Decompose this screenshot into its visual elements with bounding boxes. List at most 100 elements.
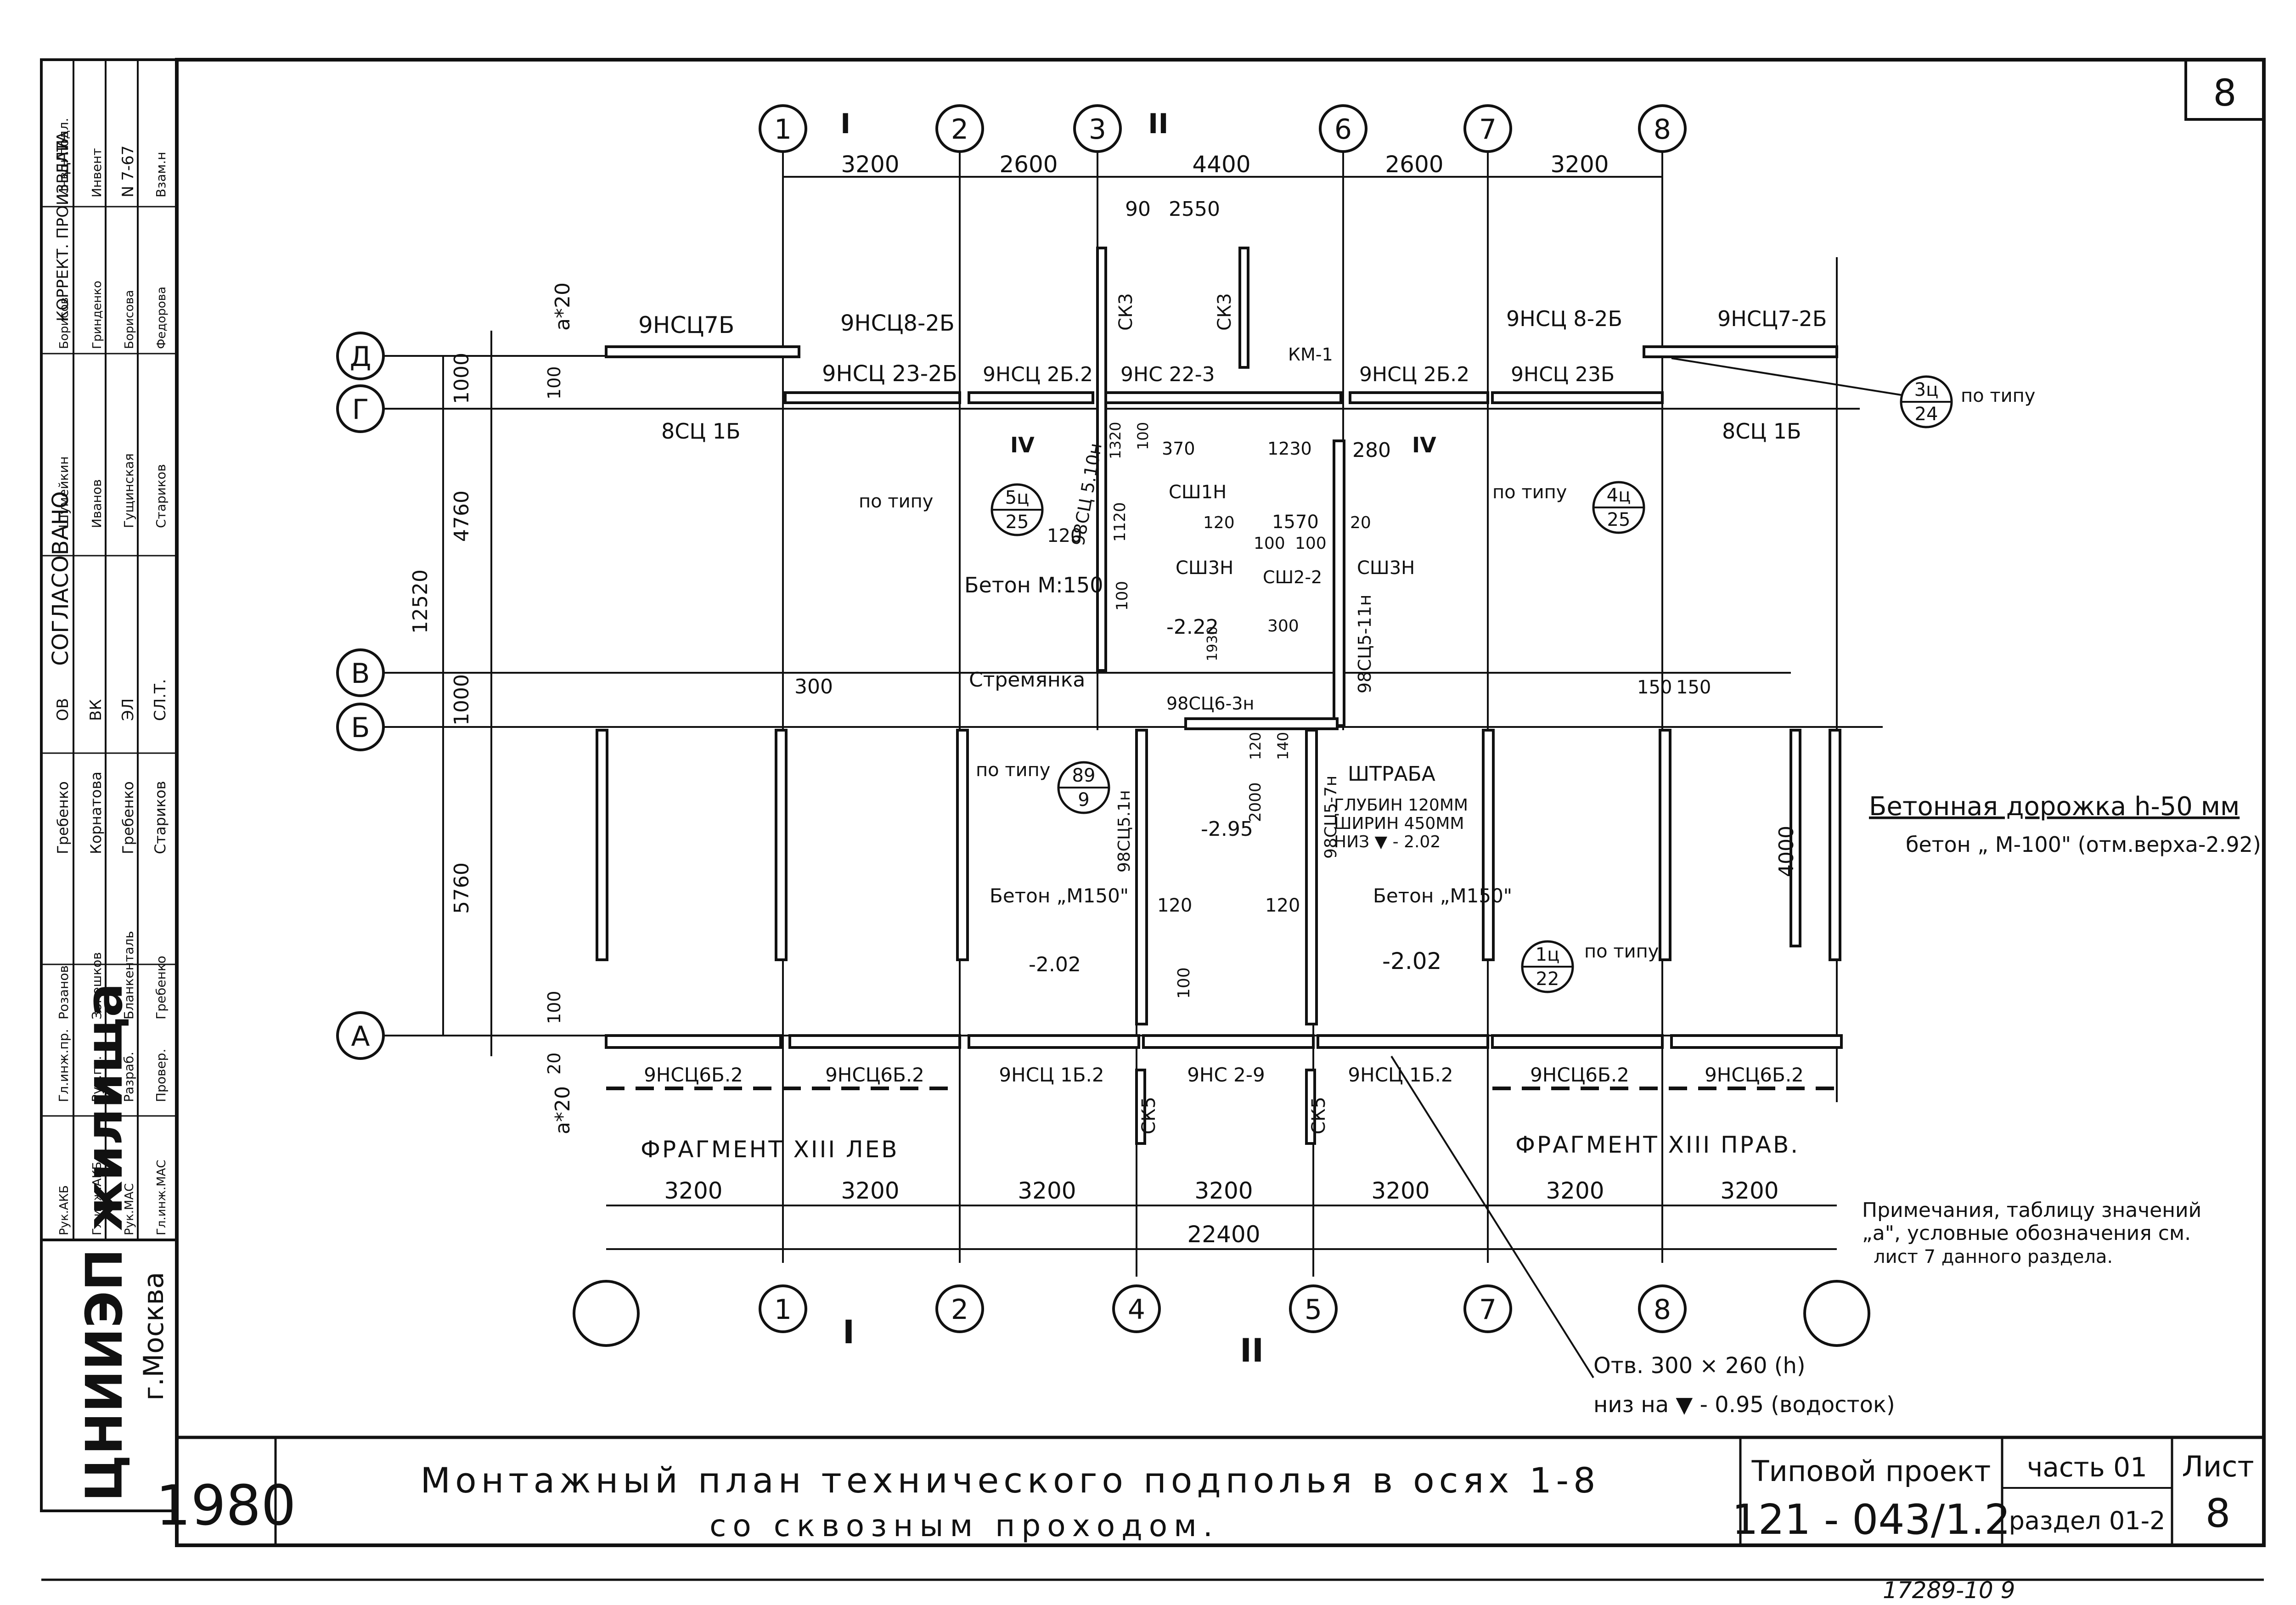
inner-dim-100d: 100 bbox=[1113, 581, 1131, 611]
axis-top-1: 1 bbox=[774, 113, 792, 146]
axis-top-8: 8 bbox=[1654, 113, 1671, 146]
label-9nsc26-2-r: 9НСЦ 2Б.2 bbox=[1359, 363, 1469, 386]
sheet-value: 8 bbox=[2206, 1491, 2231, 1537]
stamp-role-a2: Рук.гр. bbox=[89, 1056, 104, 1102]
section-mark-ii-top: II bbox=[1148, 108, 1169, 140]
stamp-col-vk: ВК bbox=[87, 699, 105, 721]
stamp-role-a1: Гл.инж.пр. bbox=[56, 1029, 71, 1102]
dim-left-small-1: 100 bbox=[544, 366, 564, 400]
callout-89-bottom: 9 bbox=[1078, 789, 1089, 811]
stamp-name-4: Стариков bbox=[152, 781, 169, 854]
label-ck5-a: СК5 bbox=[1138, 1097, 1159, 1134]
stamp-col-slt: СЛ.Т. bbox=[151, 679, 169, 721]
axis-row-b: Б bbox=[351, 712, 370, 744]
dim-bottom-1: 3200 bbox=[664, 1177, 722, 1204]
inner-dim-370: 370 bbox=[1162, 439, 1195, 459]
label-elev-295: -2.95 bbox=[1201, 817, 1253, 841]
axis-bottom-1: 1 bbox=[774, 1294, 792, 1326]
inner-dim-140: 140 bbox=[1274, 732, 1292, 760]
stamp-name-a2: Зонешков bbox=[89, 952, 104, 1019]
hole-note-1: Отв. 300 × 260 (h) bbox=[1593, 1353, 1806, 1379]
dim-bottom-7: 3200 bbox=[1720, 1177, 1778, 1204]
stamp-right-2: Иванов bbox=[89, 479, 104, 528]
label-9vsc6-3: 98СЦ6-3н bbox=[1166, 693, 1254, 714]
label-9nsc6b2-a: 9НСЦ6Б.2 bbox=[644, 1064, 743, 1086]
inner-dim-1930: 1930 bbox=[1204, 626, 1221, 661]
stamp-ref-3: Борисова bbox=[123, 290, 136, 349]
note-line-1: Примечания, таблицу значений bbox=[1862, 1199, 2201, 1222]
mark-a-top: a*20 bbox=[551, 282, 574, 331]
stamp-right-4: Стариков bbox=[153, 464, 169, 528]
mark-a-bottom: a*20 bbox=[551, 1086, 574, 1134]
org-city: г.Москва bbox=[138, 1272, 170, 1401]
label-shtraba-width: ШИРИН 450ММ bbox=[1334, 814, 1464, 833]
stamp-right-3: Гущинская bbox=[121, 453, 136, 528]
project-number: 121 - 043/1.2 bbox=[1732, 1496, 2011, 1544]
label-9vsc5-7: 98СЦ5-7н bbox=[1322, 776, 1340, 859]
stamp-ref-4: Федорова bbox=[155, 287, 169, 349]
callout-89-top: 89 bbox=[1072, 765, 1096, 786]
org-name: ЦНИИЭП жилища bbox=[75, 983, 134, 1502]
label-vsc1b-l: 8СЦ 1Б bbox=[661, 419, 741, 444]
label-po-tipu-1: по типу bbox=[859, 491, 933, 512]
inner-dim-150b: 150 bbox=[1676, 677, 1711, 698]
dim-left-small-2: 100 bbox=[544, 991, 564, 1024]
callout-1c-bottom: 22 bbox=[1536, 969, 1559, 990]
dimensions: 3200 2600 4400 2600 3200 90 2550 3200 32… bbox=[409, 151, 1779, 1248]
inner-dim-100b: 100 bbox=[1254, 534, 1285, 553]
project-part: часть 01 bbox=[2027, 1452, 2147, 1483]
label-9nsc1b2-b: 9НСЦ 1Б.2 bbox=[1348, 1064, 1453, 1086]
section-mark-i-top: I bbox=[840, 108, 850, 140]
stamp-right-1: Шумейкин bbox=[56, 456, 71, 528]
label-9nsc8-26-l: 9НСЦ8-2Б bbox=[840, 310, 955, 336]
axis-row-a: А bbox=[351, 1020, 370, 1053]
stamp-role-a3: Разраб. bbox=[121, 1052, 136, 1102]
callout-4c-bottom: 25 bbox=[1607, 509, 1631, 530]
sheet-label: Лист bbox=[2182, 1450, 2254, 1483]
stamp-name-a1: Розанов bbox=[56, 965, 71, 1019]
callout-4c-top: 4ц bbox=[1607, 485, 1631, 506]
lower-panel-labels: 9НСЦ6Б.2 9НСЦ6Б.2 9НСЦ 1Б.2 9НС 2-9 9НСЦ… bbox=[641, 1064, 1804, 1163]
project-section: раздел 01-2 bbox=[2009, 1506, 2166, 1535]
axis-row-d: Д bbox=[350, 341, 371, 373]
stamp-name-a4: Гребенко bbox=[153, 956, 169, 1019]
hole-note-2: низ на ▼ - 0.95 (водосток) bbox=[1593, 1392, 1895, 1418]
axis-bottom-8: 8 bbox=[1654, 1294, 1671, 1326]
label-beton150-c: Бетон „М150" bbox=[1373, 884, 1512, 907]
stamp-role-b4: Гл.инж.МАС bbox=[155, 1160, 169, 1235]
label-shtraba: ШТРАБА bbox=[1348, 762, 1435, 786]
inner-dim-2000: 2000 bbox=[1246, 782, 1265, 822]
stamp-name-1: Гребенко bbox=[54, 781, 72, 854]
stamp-role-a4: Провер. bbox=[153, 1049, 169, 1102]
dim-bottom-total: 22400 bbox=[1187, 1221, 1260, 1248]
section-mark-i-bottom: I bbox=[843, 1313, 855, 1351]
wall-panels bbox=[596, 247, 1843, 1145]
dim-top-3: 4400 bbox=[1192, 151, 1250, 178]
label-9vsc5-l: 98СЦ5.1н bbox=[1115, 790, 1134, 873]
inner-dim-1120: 1120 bbox=[1111, 502, 1129, 542]
inner-dim-150a: 150 bbox=[1637, 677, 1672, 698]
callout-5c-bottom: 25 bbox=[1006, 512, 1029, 533]
stamp-role-b3: Рук.МАС bbox=[123, 1183, 136, 1235]
dim-left-1: 1000 bbox=[450, 353, 473, 404]
inner-dim-100e: 100 bbox=[1175, 967, 1193, 999]
inner-dim-1570: 1570 bbox=[1272, 512, 1319, 533]
label-po-tipu-5: по типу bbox=[1584, 941, 1659, 962]
sheet-number-corner: 8 bbox=[2213, 72, 2237, 114]
label-9nc22-3: 9НС 22-3 bbox=[1120, 363, 1215, 386]
dim-top-5: 3200 bbox=[1550, 151, 1609, 178]
inner-dim-280: 280 bbox=[1352, 439, 1391, 462]
concrete-path-title: Бетонная дорожка h-50 мм bbox=[1869, 792, 2240, 822]
stamp-role-b1: Рук.АКБ bbox=[57, 1185, 71, 1235]
label-beton150-a: Бетон М:150 bbox=[964, 573, 1103, 597]
dim-left-total: 12520 bbox=[409, 569, 432, 634]
callout-3c-top: 3ц bbox=[1914, 379, 1939, 400]
stamp-ref-1: Борисов bbox=[57, 297, 71, 349]
axis-bubbles bbox=[336, 104, 1870, 1347]
title-block: 1980 Монтажный план технического подполь… bbox=[156, 1436, 2264, 1604]
inner-dim-20: 20 bbox=[1350, 513, 1371, 532]
inner-dim-120a: 120 bbox=[1203, 513, 1235, 532]
label-csh2-2: СШ2-2 bbox=[1263, 567, 1322, 587]
